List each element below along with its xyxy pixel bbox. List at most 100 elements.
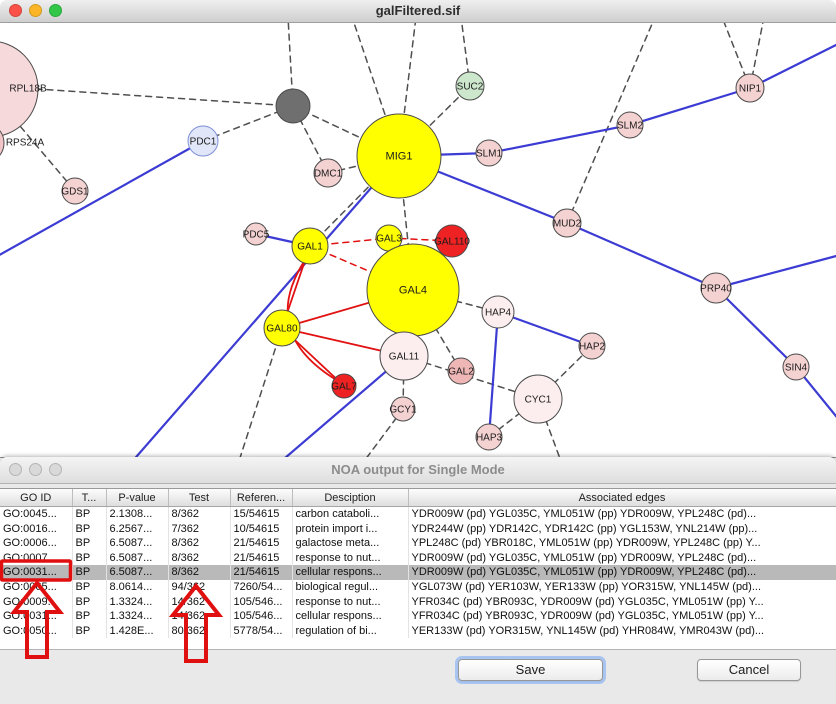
table-cell[interactable]: regulation of bi... (292, 623, 409, 639)
table-cell[interactable]: 8/362 (168, 550, 231, 566)
table-cell[interactable]: 7260/54... (230, 579, 293, 595)
table-cell[interactable]: 7/362 (168, 521, 231, 537)
table-cell[interactable]: protein import i... (292, 521, 409, 537)
table-cell[interactable]: GO:0007... (0, 550, 73, 566)
column-header[interactable]: Associated edges (408, 489, 836, 507)
table-cell[interactable]: cellular respons... (292, 609, 409, 624)
table-cell[interactable]: GO:0065... (0, 579, 73, 595)
minimize-button[interactable] (29, 4, 42, 17)
graph-edge[interactable] (0, 139, 205, 258)
table-cell[interactable]: BP (72, 623, 107, 639)
table-cell[interactable]: 8/362 (168, 565, 231, 580)
graph-node-gal80[interactable] (263, 309, 301, 347)
save-button[interactable]: Save (458, 659, 603, 681)
table-cell[interactable]: YPL248C (pd) YBR018C, YML051W (pp) YDR00… (408, 536, 836, 551)
table-cell[interactable]: 21/54615 (230, 550, 293, 566)
table-cell[interactable]: 6.5087... (106, 536, 169, 551)
table-cell[interactable]: BP (72, 594, 107, 610)
table-cell[interactable]: galactose meta... (292, 536, 409, 551)
column-header[interactable]: Test (168, 489, 231, 507)
noa-window-titlebar[interactable]: NOA output for Single Mode (0, 457, 836, 484)
table-cell[interactable]: response to nut... (292, 594, 409, 610)
column-header[interactable]: Desciption (292, 489, 409, 507)
zoom-button[interactable] (49, 463, 62, 476)
column-header[interactable]: P-value (106, 489, 169, 507)
graph-node-slm2[interactable] (616, 111, 644, 139)
table-cell[interactable]: 1.3324... (106, 609, 169, 624)
table-cell[interactable]: response to nut... (292, 550, 409, 566)
table-cell[interactable]: YDR009W (pd) YGL035C, YML051W (pp) YDR00… (408, 550, 836, 566)
graph-node-rps24a[interactable] (0, 123, 5, 163)
graph-edge[interactable] (278, 354, 406, 457)
table-cell[interactable]: 10/54615 (230, 521, 293, 537)
zoom-button[interactable] (49, 4, 62, 17)
graph-edge[interactable] (714, 254, 836, 290)
table-cell[interactable]: BP (72, 550, 107, 566)
table-cell[interactable]: YDR009W (pd) YGL035C, YML051W (pp) YDR00… (408, 565, 836, 580)
graph-node-hap2[interactable] (578, 332, 606, 360)
graph-node-gds1[interactable] (61, 177, 89, 205)
table-cell[interactable]: YER133W (pd) YOR315W, YNL145W (pd) YHR08… (408, 623, 836, 639)
graph-edge[interactable] (628, 86, 752, 127)
graph-node-hap3[interactable] (475, 423, 503, 451)
graph-edge[interactable] (292, 105, 400, 157)
table-cell[interactable]: 14/362 (168, 609, 231, 624)
table-cell[interactable]: 105/546... (230, 594, 293, 610)
table-cell[interactable]: 5778/54... (230, 623, 293, 639)
table-cell[interactable]: YGL073W (pd) YER103W, YER133W (pp) YOR31… (408, 579, 836, 595)
graph-node-rpl18b[interactable] (0, 41, 39, 137)
table-cell[interactable]: YFR034C (pd) YBR093C, YDR009W (pd) YGL03… (408, 594, 836, 610)
graph-node-gcy1[interactable] (390, 396, 416, 422)
graph-edge[interactable] (496, 310, 594, 348)
graph-edge[interactable] (487, 123, 632, 155)
table-cell[interactable]: BP (72, 609, 107, 624)
graph-edge[interactable] (309, 155, 400, 247)
table-cell[interactable]: 1.428E... (106, 623, 169, 639)
graph-node-gal110[interactable] (435, 224, 469, 258)
table-cell[interactable]: carbon cataboli... (292, 506, 409, 522)
graph-edge[interactable] (0, 85, 294, 107)
table-cell[interactable]: 6.5087... (106, 565, 169, 580)
graph-node-unnamed[interactable] (275, 88, 311, 124)
table-cell[interactable]: YFR034C (pd) YBR093C, YDR009W (pd) YGL03… (408, 609, 836, 624)
table-cell[interactable]: 8/362 (168, 506, 231, 522)
table-cell[interactable]: 94/362 (168, 579, 231, 595)
graph-node-slm1[interactable] (475, 139, 503, 167)
table-cell[interactable]: YDR009W (pd) YGL035C, YML051W (pp) YDR00… (408, 506, 836, 522)
table-cell[interactable]: GO:0050... (0, 623, 73, 639)
graph-edge[interactable] (566, 23, 655, 224)
table-cell[interactable]: BP (72, 536, 107, 551)
graph-edge[interactable] (565, 221, 718, 290)
table-cell[interactable]: GO:0045... (0, 506, 73, 522)
graph-edge[interactable] (748, 43, 836, 90)
close-button[interactable] (9, 463, 22, 476)
table-cell[interactable]: biological regul... (292, 579, 409, 595)
table-cell[interactable]: 8.0614... (106, 579, 169, 595)
table-cell[interactable]: GO:0006... (0, 536, 73, 551)
graph-node-nip1[interactable] (735, 73, 765, 103)
table-cell[interactable]: 8/362 (168, 536, 231, 551)
table-cell[interactable]: 6.5087... (106, 550, 169, 566)
graph-node-gal7[interactable] (331, 373, 357, 399)
graph-node-cyc1[interactable] (513, 374, 563, 424)
graph-node-mig1[interactable] (356, 113, 442, 199)
table-cell[interactable]: BP (72, 506, 107, 522)
table-cell[interactable]: cellular respons... (292, 565, 409, 580)
table-cell[interactable]: 1.3324... (106, 594, 169, 610)
table-cell[interactable]: GO:0016... (0, 521, 73, 537)
graph-node-mud2[interactable] (552, 208, 582, 238)
table-cell[interactable]: GO:0031... (0, 609, 73, 624)
graph-node-suc2[interactable] (455, 71, 485, 101)
table-cell[interactable]: 105/546... (230, 609, 293, 624)
cancel-button[interactable]: Cancel (697, 659, 801, 681)
close-button[interactable] (9, 4, 22, 17)
table-cell[interactable]: GO:0031... (0, 565, 73, 580)
table-cell[interactable]: 21/54615 (230, 565, 293, 580)
graph-node-prp40[interactable] (700, 272, 732, 304)
